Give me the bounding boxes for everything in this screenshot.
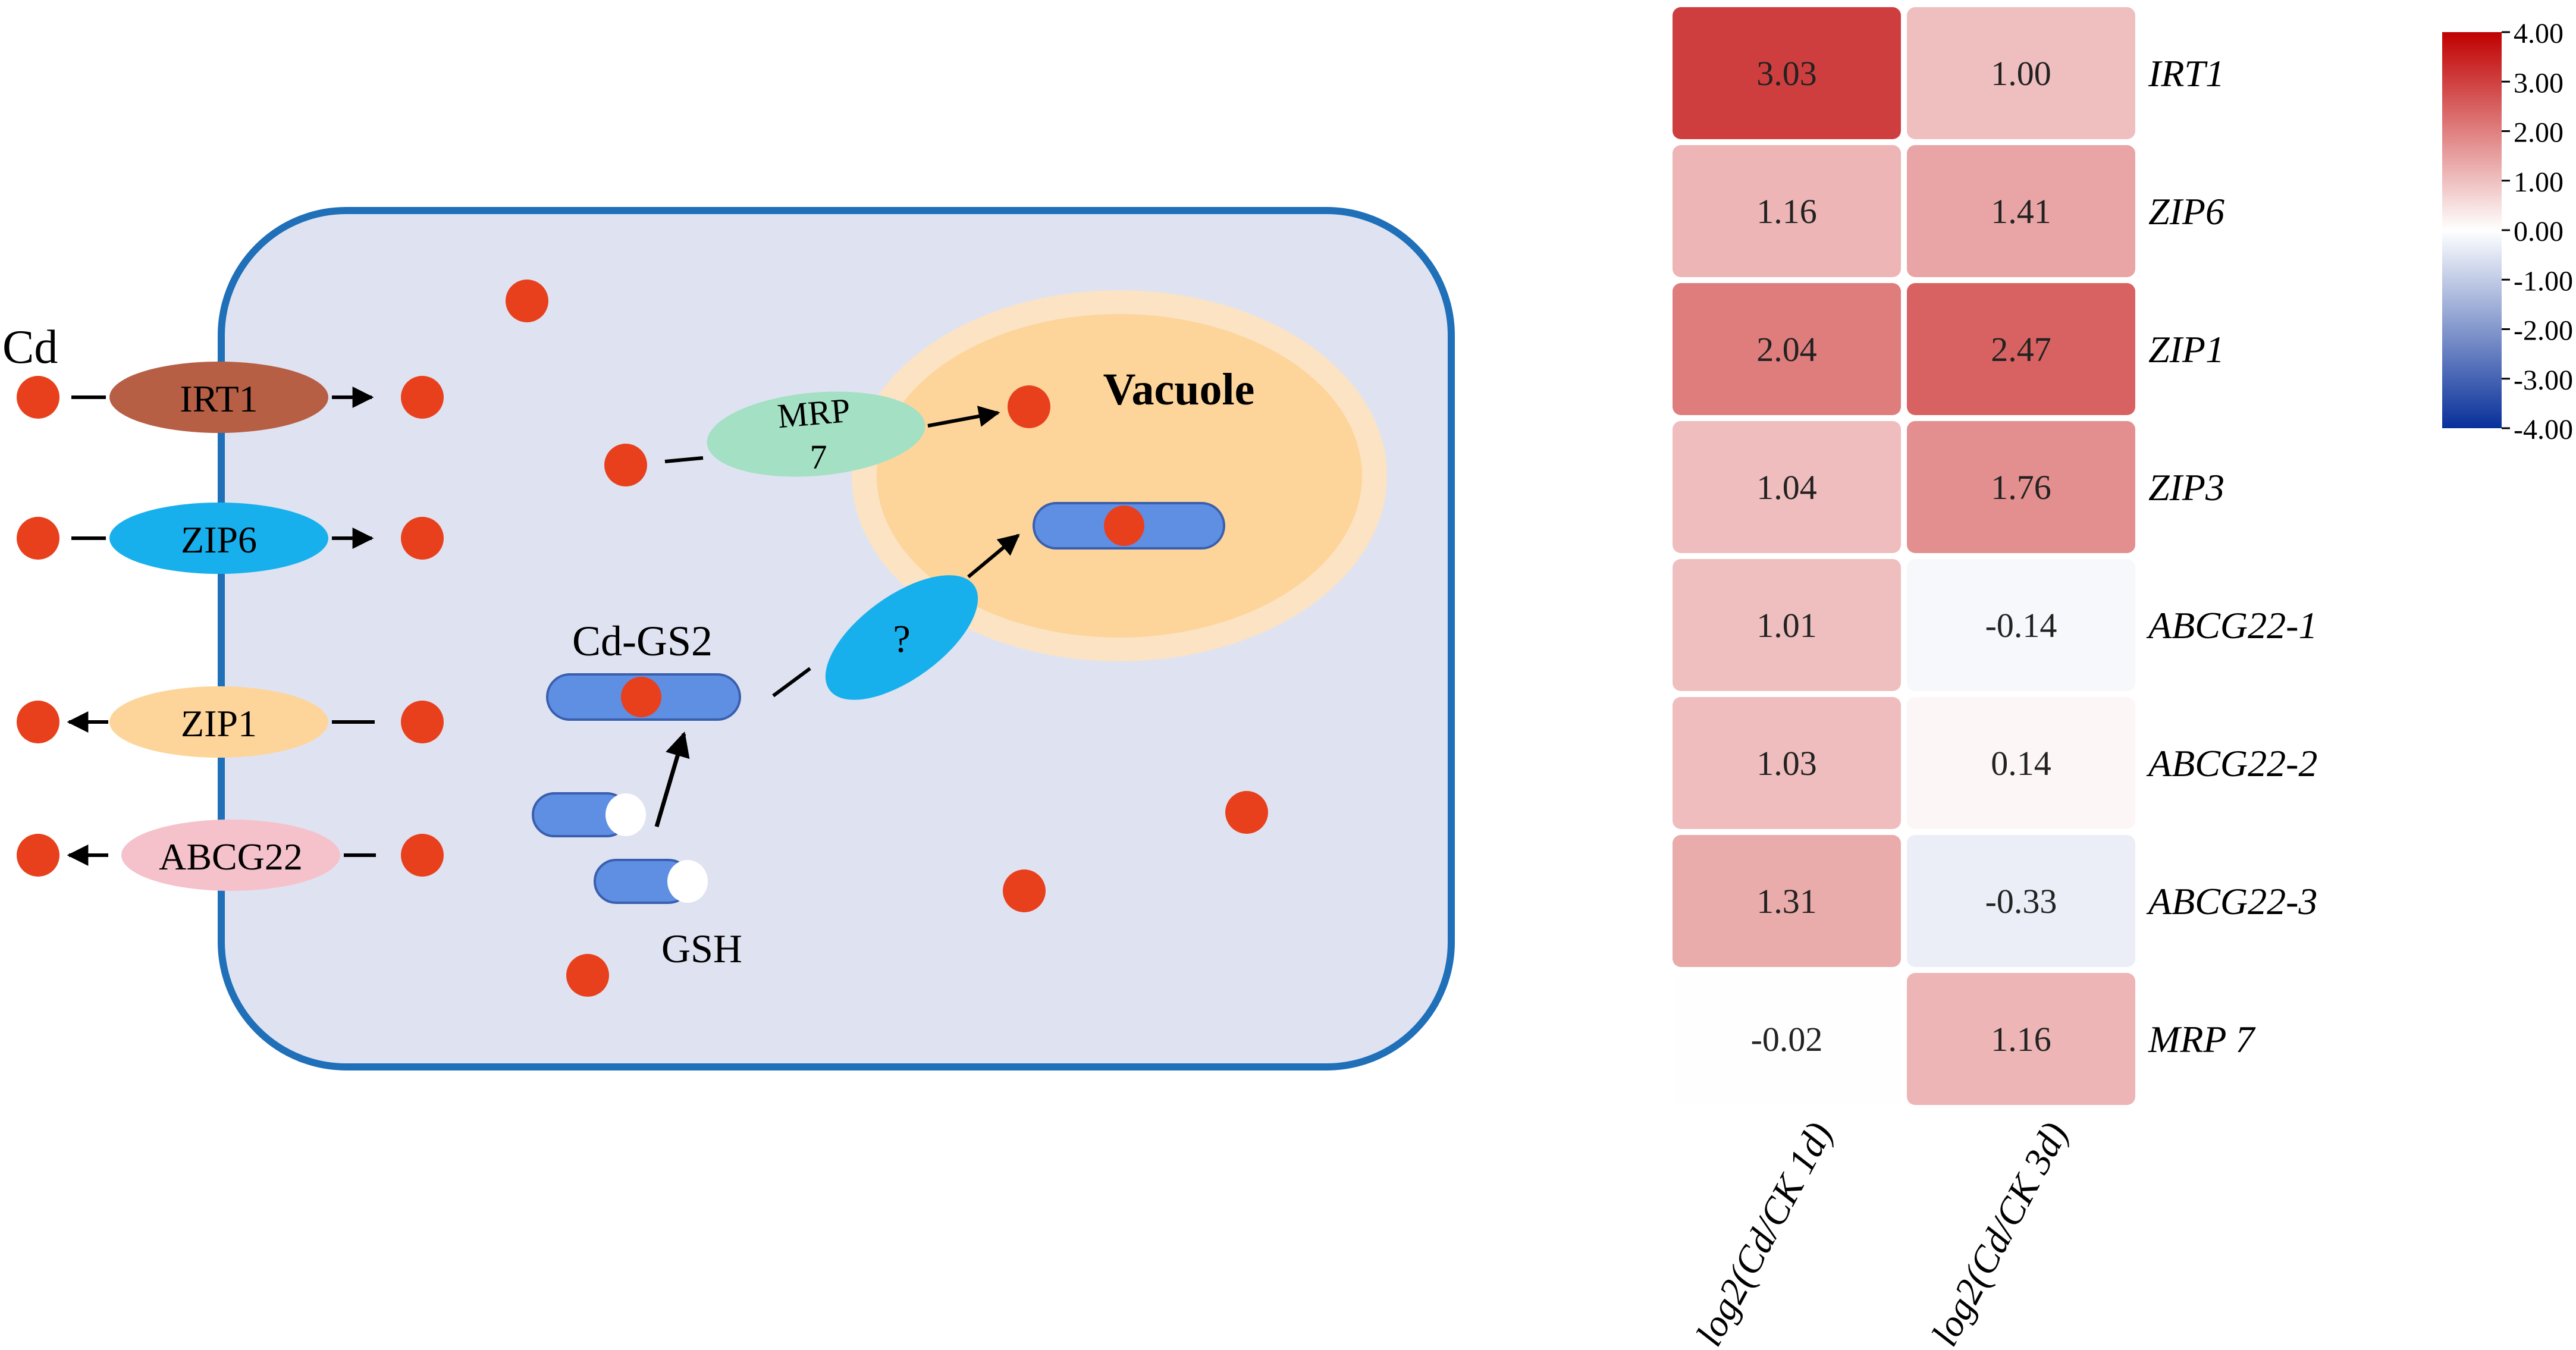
heatmap-cell-value: -0.02 xyxy=(1751,1020,1823,1059)
heatmap-cell xyxy=(1673,7,1901,139)
heatmap-cell xyxy=(1673,421,1901,553)
heatmap-cell-value: 2.04 xyxy=(1756,330,1817,369)
heatmap-cell xyxy=(1907,145,2135,277)
heatmap-cell xyxy=(1673,145,1901,277)
heatmap-cell xyxy=(1907,7,2135,139)
heatmap-cell xyxy=(1907,559,2135,691)
color-scale-tick-label: -3.00 xyxy=(2514,365,2573,396)
color-scale-tick-label: -1.00 xyxy=(2514,265,2573,297)
color-scale-bar xyxy=(2442,32,2502,428)
cd-label: Cd xyxy=(2,321,58,373)
heatmap-cell xyxy=(1673,835,1901,967)
heatmap-cell xyxy=(1673,283,1901,415)
cd-ion-dot xyxy=(1003,869,1046,912)
heatmap-row-label: MRP 7 xyxy=(2148,1018,2256,1060)
heatmap-cell-value: 1.00 xyxy=(1991,54,2051,93)
zip6-transporter xyxy=(109,503,328,574)
heatmap-cell-value: -0.14 xyxy=(1985,606,2057,645)
heatmap-cell-value: 1.31 xyxy=(1756,882,1817,921)
heatmap-row-label: ZIP1 xyxy=(2148,328,2224,371)
cd-ion-dot xyxy=(1008,385,1050,428)
mrp7-transporter xyxy=(707,391,925,477)
heatmap-row-label: ZIP3 xyxy=(2148,466,2224,508)
mrp7-label-line2: 7 xyxy=(810,438,827,476)
cd-ion-dot xyxy=(17,376,59,419)
abcg22-label: ABCG22 xyxy=(159,836,303,878)
heatmap-cell-value: 1.03 xyxy=(1756,744,1817,783)
heatmap-row-label: ZIP6 xyxy=(2148,190,2224,233)
color-scale-tick-label: 0.00 xyxy=(2514,216,2564,247)
irt1-label: IRT1 xyxy=(180,378,258,420)
cell-diagram: Vacuole Cd IRT1 ZIP6 ZIP1 ABCG22 xyxy=(2,207,1455,1070)
heatmap: 3.03 1.00 IRT1 1.16 1.41 ZIP6 2.04 2.47 ZIP1 1.04… xyxy=(1673,7,2317,1350)
heatmap-column-label: log2(Cd/CK 1d) xyxy=(1687,1115,1840,1347)
cd-ion-dot xyxy=(1104,506,1144,546)
cd-ion-dot xyxy=(401,517,444,560)
heatmap-cell-value: 2.47 xyxy=(1991,330,2051,369)
heatmap-cell xyxy=(1907,835,2135,967)
heatmap-row-label: ABCG22-1 xyxy=(2146,604,2317,646)
heatmap-cell xyxy=(1673,697,1901,829)
cd-ion-dot xyxy=(401,834,444,877)
gsh-molecule xyxy=(594,859,708,904)
heatmap-cell xyxy=(1673,559,1901,691)
heatmap-row-label: ABCG22-2 xyxy=(2146,742,2317,784)
heatmap-cell xyxy=(1907,421,2135,553)
heatmap-row-label: IRT1 xyxy=(2148,52,2224,95)
heatmap-cell-value: 1.16 xyxy=(1991,1020,2051,1059)
gsh-to-cdgs2-arrow xyxy=(654,731,690,827)
heatmap-cell-value: 1.01 xyxy=(1756,606,1817,645)
cd-ion-dot xyxy=(566,954,609,997)
heatmap-cell-value: 1.41 xyxy=(1991,192,2051,231)
heatmap-cell-value: 3.03 xyxy=(1756,54,1817,93)
unknown-arrow xyxy=(967,533,1020,579)
heatmap-cell-value: 1.04 xyxy=(1756,468,1817,507)
zip1-transporter xyxy=(109,686,328,758)
heatmap-cell xyxy=(1907,283,2135,415)
mrp7-in-line xyxy=(664,456,704,463)
irt1-transporter xyxy=(109,362,328,433)
unknown-transporter xyxy=(825,575,978,700)
heatmap-row-label: ABCG22-3 xyxy=(2146,880,2317,922)
color-scale-tick-label: -2.00 xyxy=(2514,315,2573,347)
heatmap-cell xyxy=(1673,973,1901,1105)
zip6-label: ZIP6 xyxy=(181,519,257,561)
vacuole xyxy=(877,314,1362,638)
heatmap-cell-value: 0.14 xyxy=(1991,744,2051,783)
color-scale-tick-label: 2.00 xyxy=(2514,117,2564,149)
vacuole-label: Vacuole xyxy=(1103,365,1255,415)
cd-ion-dot xyxy=(621,677,661,717)
cd-ion-dot xyxy=(401,701,444,743)
cd-ion-dot xyxy=(17,834,59,877)
cd-ion-dot xyxy=(604,444,647,486)
cd-ion-dot xyxy=(1225,791,1268,834)
cdgs2-label: Cd-GS2 xyxy=(572,617,713,665)
gsh-label: GSH xyxy=(661,926,742,971)
abcg22-transporter xyxy=(121,820,340,891)
mrp7-arrow xyxy=(927,406,1000,428)
color-scale-tick-label: 1.00 xyxy=(2514,167,2564,198)
cd-ion-dot xyxy=(506,280,548,322)
unknown-transporter-label: ? xyxy=(893,617,910,661)
color-scale-tick-label: 4.00 xyxy=(2514,18,2564,49)
cd-ion-dot xyxy=(17,517,59,560)
color-scale-tick-label: 3.00 xyxy=(2514,67,2564,99)
cdgs2-to-unknown-line xyxy=(772,667,811,698)
heatmap-cell xyxy=(1907,973,2135,1105)
color-scale-legend: 4.00 3.00 2.00 1.00 0.00 -1.00 -2.00 -3.00 -4.00 xyxy=(2442,18,2573,445)
heatmap-cell xyxy=(1907,697,2135,829)
heatmap-column-label: log2(Cd/CK 3d) xyxy=(1923,1115,2076,1347)
mrp7-label-line1: MRP xyxy=(776,391,852,435)
color-scale-tick-label: -4.00 xyxy=(2514,414,2573,445)
gsh-molecule xyxy=(532,792,646,837)
heatmap-cell-value: 1.16 xyxy=(1756,192,1817,231)
cd-ion-dot xyxy=(17,701,59,743)
heatmap-cell-value: 1.76 xyxy=(1991,468,2051,507)
cd-ion-dot xyxy=(401,376,444,419)
zip1-label: ZIP1 xyxy=(181,702,257,745)
heatmap-cell-value: -0.33 xyxy=(1985,882,2057,921)
